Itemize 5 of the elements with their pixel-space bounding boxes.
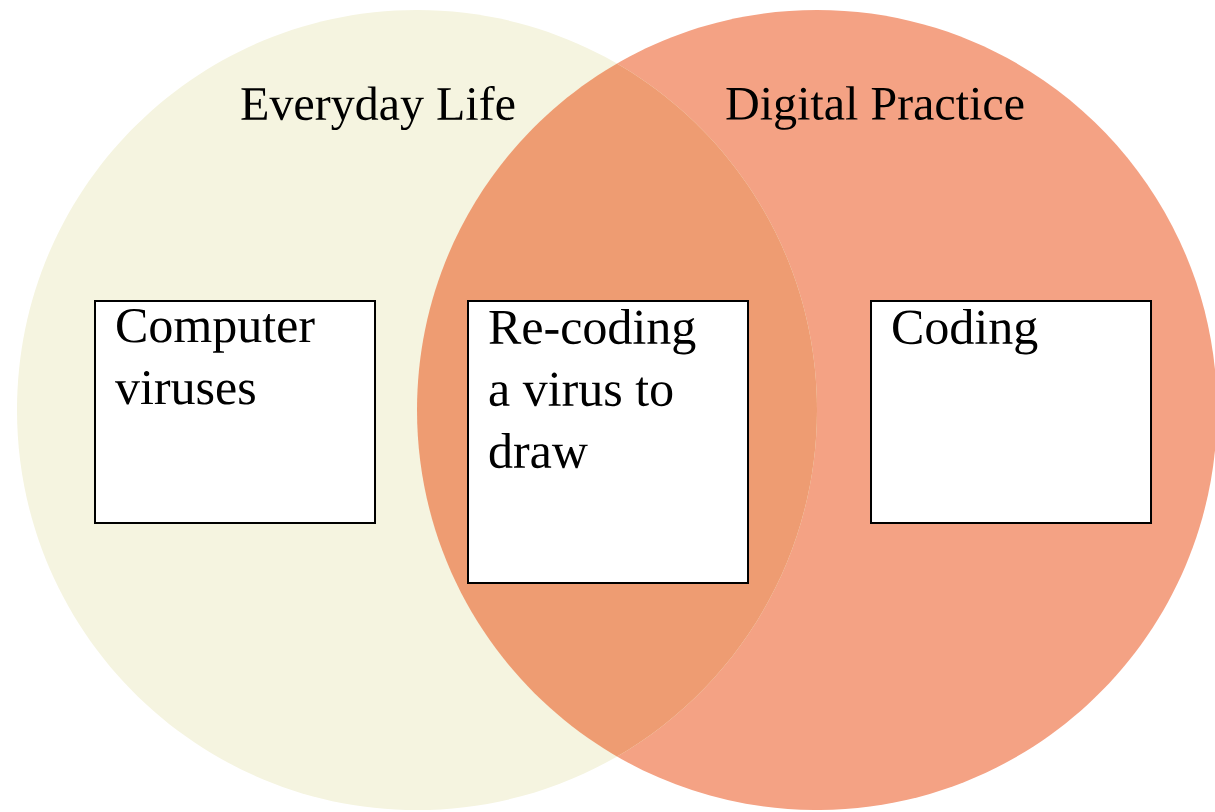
circle-title: Everyday Life [241, 85, 515, 131]
text-box: Coding [870, 300, 1152, 524]
circle-title: Digital Practice [726, 86, 1024, 130]
text-box: Computer viruses [94, 300, 376, 524]
text-box: Re-coding a virus to draw [467, 300, 749, 584]
